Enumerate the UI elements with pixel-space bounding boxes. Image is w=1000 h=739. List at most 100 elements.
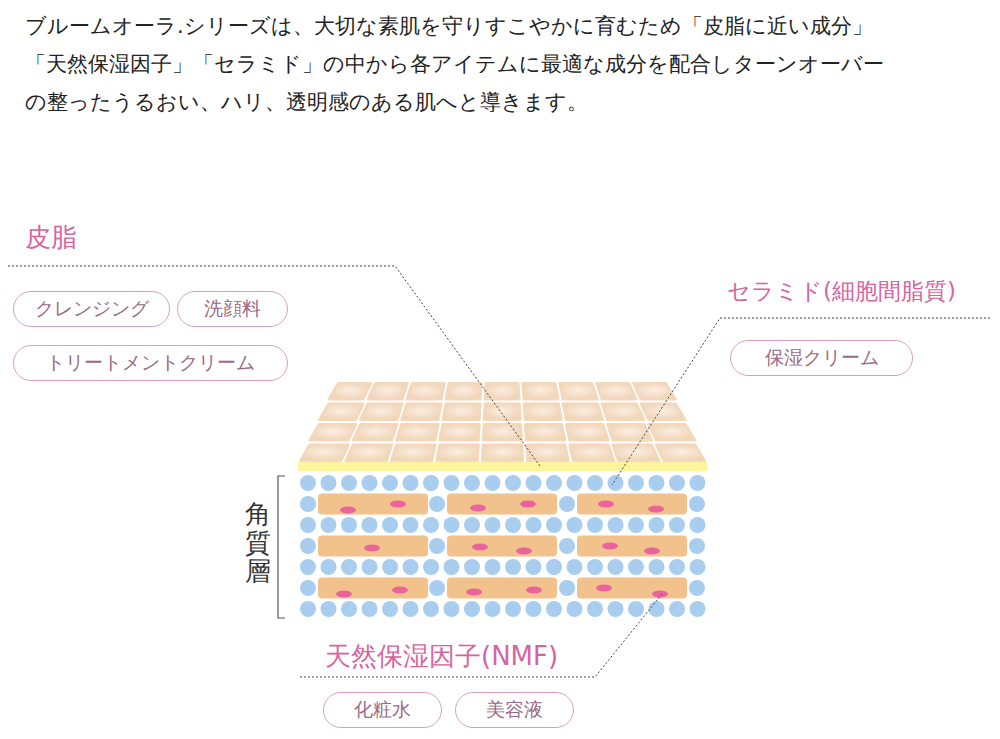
nmf-dot (546, 559, 562, 575)
nmf-dot (429, 580, 445, 596)
cell-nucleus (644, 548, 660, 555)
nmf-dot (423, 559, 439, 575)
nmf-dot (321, 475, 337, 491)
cell-nucleus (598, 501, 614, 508)
nmf-dot (649, 517, 665, 533)
corneocyte (577, 578, 687, 599)
cell-nucleus (648, 506, 664, 513)
product-name: 洗顔料 (204, 296, 261, 322)
leader-line (8, 266, 540, 466)
corneocyte (577, 494, 687, 515)
nmf-dot (429, 538, 445, 554)
nmf-dot (669, 601, 685, 617)
nmf-dot (321, 559, 337, 575)
cell-nucleus (520, 501, 536, 508)
surface-cell (656, 445, 705, 461)
nmf-dot (669, 475, 685, 491)
nmf-dot (423, 475, 439, 491)
leader-line (300, 594, 662, 677)
nmf-dot (628, 475, 644, 491)
nmf-dot (382, 517, 398, 533)
nmf-dot (423, 517, 439, 533)
surface-cell (391, 445, 435, 461)
surface-cell (563, 404, 603, 420)
nmf-dot (690, 559, 706, 575)
nmf-dot (464, 601, 480, 617)
nmf-dot (485, 517, 501, 533)
nmf-dot (669, 559, 685, 575)
surface-cell (607, 424, 651, 440)
product-pill: 保湿クリーム (730, 340, 913, 376)
nmf-dot (567, 559, 583, 575)
nmf-dot (669, 517, 685, 533)
cell-nucleus (336, 591, 352, 598)
surface-cell (310, 424, 356, 440)
cell-nucleus (652, 591, 668, 598)
surface-cell (523, 383, 559, 399)
nmf-dot (689, 538, 705, 554)
nmf-dot (403, 559, 419, 575)
nmf-dot (341, 601, 357, 617)
surface-cell (300, 445, 348, 461)
nmf-dot (485, 601, 501, 617)
nmf-dot (300, 496, 316, 512)
surface-cell (560, 383, 598, 399)
nmf-dot (690, 475, 706, 491)
nmf-dot (608, 475, 624, 491)
cell-nucleus (392, 587, 408, 594)
nmf-dot (300, 475, 316, 491)
nmf-dot (649, 601, 665, 617)
nmf-dot (649, 559, 665, 575)
surface-cell (649, 424, 696, 440)
leader-lines (8, 266, 990, 677)
product-pill: 美容液 (455, 692, 574, 728)
nmf-dot (587, 601, 603, 617)
surface-cell (641, 404, 685, 420)
nmf-dot (689, 580, 705, 596)
sebum-heading: 皮脂 (25, 222, 77, 253)
surface-cell (602, 404, 644, 420)
nmf-dot (608, 517, 624, 533)
corneocyte (577, 536, 687, 557)
cell-nucleus (390, 501, 406, 508)
nmf-dot (341, 475, 357, 491)
nmf-dot (300, 517, 316, 533)
nmf-dot (485, 559, 501, 575)
cell-nucleus (364, 545, 380, 552)
nmf-dot (341, 517, 357, 533)
nmf-dot (423, 601, 439, 617)
layer-name: 角質層 (245, 500, 271, 586)
nmf-dot (526, 475, 542, 491)
nmf-dot (321, 601, 337, 617)
nmf-dot (505, 559, 521, 575)
nmf-dot (546, 601, 562, 617)
cell-nucleus (472, 544, 488, 551)
cell-nucleus (466, 589, 482, 596)
surface-cell (525, 424, 565, 440)
nmf-dot (429, 496, 445, 512)
corneocyte (318, 494, 428, 515)
cell-nucleus (596, 585, 612, 592)
nmf-dot (559, 538, 575, 554)
nmf-dot (505, 517, 521, 533)
nmf-dot (608, 601, 624, 617)
nmf-dot (403, 475, 419, 491)
product-pill: クレンジング (13, 291, 170, 327)
product-pill: 洗顔料 (177, 291, 288, 327)
cell-nucleus (602, 543, 618, 550)
nmf-dot (464, 559, 480, 575)
nmf-dot (464, 517, 480, 533)
nmf-dot (567, 601, 583, 617)
nmf-dot (628, 517, 644, 533)
nmf-dot (546, 517, 562, 533)
nmf-dot (382, 475, 398, 491)
surface-cell (570, 445, 614, 461)
product-name: トリートメントクリーム (46, 350, 255, 376)
nmf-dot (559, 496, 575, 512)
stratum-corneum (300, 475, 706, 617)
nmf-dot (628, 559, 644, 575)
nmf-dot (526, 601, 542, 617)
nmf-dot (444, 517, 460, 533)
nmf-dot (628, 601, 644, 617)
surface-cell (633, 383, 675, 399)
